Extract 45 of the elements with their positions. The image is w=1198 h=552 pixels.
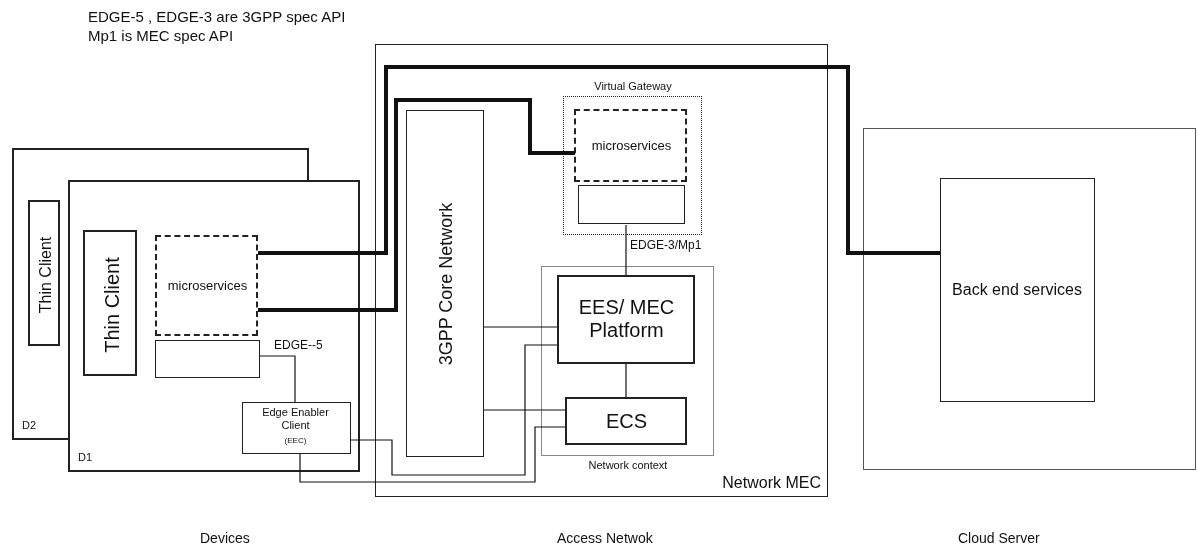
rotated-label: 3GPP Core Network <box>435 202 456 366</box>
process-box <box>556 274 695 364</box>
edge-label: EDGE-3/Mp1 <box>628 238 704 252</box>
column-label: Access Netwok <box>557 530 653 546</box>
rotated-label: Thin Client <box>100 257 124 353</box>
column-label: Devices <box>200 530 250 546</box>
connector-line <box>625 224 627 276</box>
process-box <box>564 396 687 445</box>
process-box <box>28 200 60 346</box>
group-title: Virtual Gateway <box>593 79 673 93</box>
connector-line <box>350 344 558 476</box>
note-text: Mp1 is MEC spec API <box>88 27 234 44</box>
process-box <box>939 177 1095 402</box>
group-title: D2 <box>22 419 37 432</box>
process-box <box>574 109 687 182</box>
connector-line <box>258 98 575 312</box>
box-label: microservices <box>166 278 249 293</box>
connector-line <box>259 355 296 403</box>
empty-box <box>578 185 685 224</box>
process-box <box>405 109 484 457</box>
box-label: ECS <box>604 409 649 432</box>
connector-line <box>625 363 627 398</box>
group-title: D1 <box>78 451 93 464</box>
box-label: microservices <box>590 138 673 153</box>
group-title: Network context <box>587 458 669 472</box>
abbreviation-label: (EEC) <box>283 436 308 446</box>
process-box <box>68 180 360 472</box>
empty-box <box>155 340 260 378</box>
process-box <box>83 230 137 376</box>
column-label: Cloud Server <box>958 530 1040 546</box>
connector-line <box>299 426 566 483</box>
group-title: Network MEC <box>722 473 821 492</box>
empty-box <box>863 128 1196 470</box>
rotated-label: Thin Client <box>36 236 55 314</box>
note-text: EDGE-5 , EDGE-3 are 3GPP spec API <box>88 8 346 25</box>
connector-line <box>483 326 558 328</box>
connector-line <box>483 409 566 411</box>
process-box <box>242 402 351 454</box>
box-label: EES/ MEC Platform <box>577 296 676 342</box>
connector-line <box>258 65 940 255</box>
edge-label: EDGE--5 <box>272 338 325 352</box>
process-box <box>375 44 828 497</box>
box-label: Back end services <box>951 280 1083 299</box>
box-label: Edge Enabler Client <box>261 406 330 432</box>
process-box <box>155 235 258 336</box>
